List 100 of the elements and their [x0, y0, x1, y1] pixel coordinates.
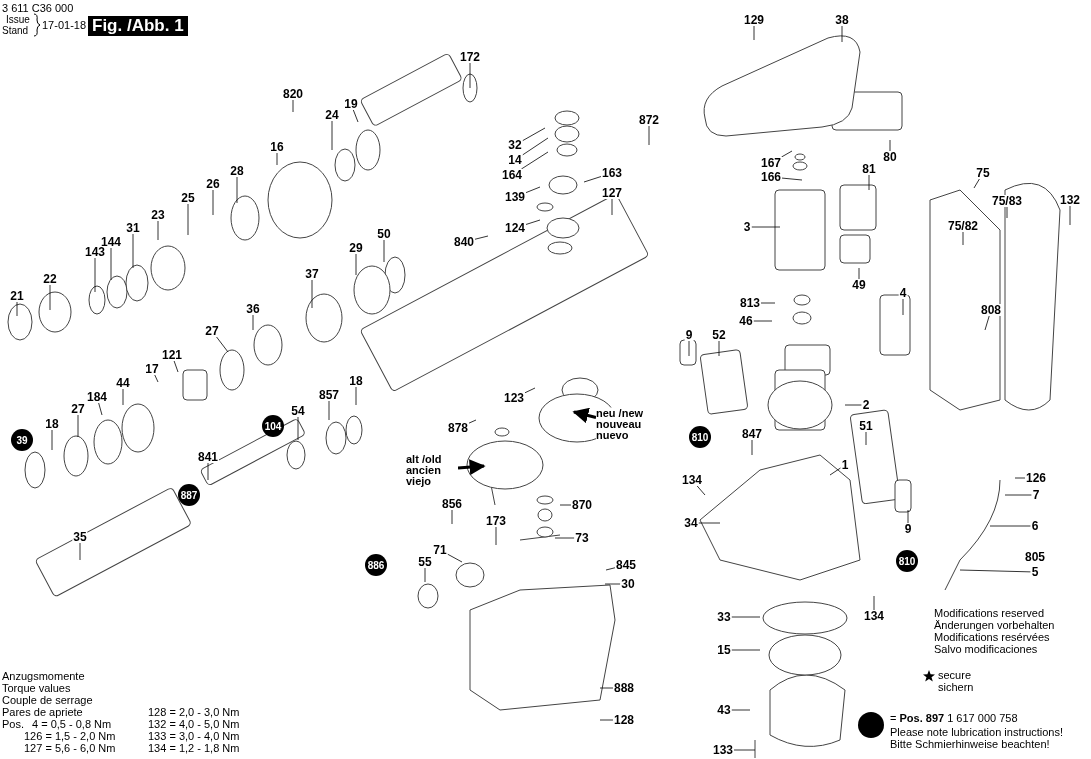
callout-number: 878 [447, 422, 469, 434]
figure-label: Fig. /Abb. 1 [88, 16, 188, 36]
leader-line [841, 25, 843, 43]
leader-line [154, 374, 159, 383]
arrow [572, 407, 597, 424]
callout-number: 44 [115, 377, 131, 389]
callout-number: 16 [269, 141, 285, 153]
note-text: Modifications reserved [934, 607, 1045, 619]
callout-badge: 104 [262, 415, 284, 437]
note-text: 134 = 1,2 - 1,8 Nm [148, 742, 240, 754]
note-text: Salvo modificaciones [934, 643, 1038, 655]
callout-number: 31 [125, 222, 141, 234]
callout-number: 872 [638, 114, 660, 126]
leader-line [94, 257, 96, 293]
leader-line [907, 509, 909, 524]
callout-number: 857 [318, 389, 340, 401]
leader-line [984, 315, 990, 331]
leader-line [328, 400, 330, 421]
leader-line [79, 542, 81, 561]
callout-number: 164 [501, 169, 523, 181]
leader-line [858, 267, 860, 280]
leader-line [829, 467, 842, 476]
leader-line [873, 595, 875, 611]
note-text: 126 = 1,5 - 2,0 Nm [24, 730, 116, 742]
callout-number: 123 [503, 392, 525, 404]
callout-number: 27 [70, 403, 86, 415]
callout-number: 49 [851, 279, 867, 291]
leader-line [110, 247, 112, 281]
note-text: 132 = 4,0 - 5,0 Nm [148, 718, 240, 730]
callout-number: 32 [507, 139, 523, 151]
note-text: 4 = 0,5 - 0,8 Nm [32, 718, 112, 730]
callout-number: 820 [282, 88, 304, 100]
leader-line [865, 431, 867, 446]
leader-line [331, 120, 333, 151]
callout-number: 143 [84, 246, 106, 258]
leader-line [554, 537, 575, 539]
callout-number: 128 [613, 714, 635, 726]
callout-number: 7 [1031, 489, 1041, 501]
leader-line [187, 203, 189, 236]
callout-number: 121 [161, 349, 183, 361]
callout-number: 841 [197, 451, 219, 463]
callout-number: 184 [86, 391, 108, 403]
callout-number: 139 [504, 191, 526, 203]
leader-line [751, 439, 753, 456]
callout-number: 22 [42, 273, 58, 285]
callout-number: 129 [743, 14, 765, 26]
leader-line [207, 462, 209, 481]
callout-badge: 887 [178, 484, 200, 506]
callout-number: 54 [290, 405, 306, 417]
leader-line [122, 388, 124, 406]
leader-line [973, 178, 980, 189]
callout-number: 18 [44, 418, 60, 430]
callout-number: 14 [507, 154, 523, 166]
callout-number: 38 [834, 14, 850, 26]
leader-line [355, 386, 357, 406]
leader-line [844, 404, 863, 406]
callout-number: 808 [980, 304, 1002, 316]
leader-line [1014, 477, 1026, 479]
leader-line [447, 553, 463, 563]
callout-number: 46 [738, 315, 754, 327]
leader-line [451, 509, 453, 525]
leader-line [648, 125, 650, 146]
callout-number: 33 [716, 611, 732, 623]
leader-line [733, 749, 756, 751]
callout-number: 888 [613, 682, 635, 694]
callout-number: 5 [1030, 566, 1040, 578]
leader-line [522, 137, 549, 156]
leader-line [474, 235, 489, 240]
leader-line [599, 719, 614, 721]
leader-line [559, 504, 572, 506]
leader-line [902, 298, 904, 316]
callout-number: 75 [975, 167, 991, 179]
leader-line [355, 253, 357, 276]
callout-number: 25 [180, 192, 196, 204]
header-text: Stand [2, 25, 29, 36]
leader-line [962, 231, 964, 246]
leader-line [468, 419, 477, 424]
callout-badge: 810 [689, 426, 711, 448]
arrow [457, 459, 486, 476]
leader-line [276, 152, 278, 166]
leader-line [718, 340, 720, 357]
note-text: Anzugsmomente [2, 670, 85, 682]
callout-number: 34 [683, 517, 699, 529]
note-text: Modifications resérvées [934, 631, 1050, 643]
header-text: 17-01-18 [42, 19, 87, 31]
leader-line [157, 220, 159, 241]
callout-badge: 810 [896, 550, 918, 572]
callout-number: 166 [760, 171, 782, 183]
callout-number: 28 [229, 165, 245, 177]
callout-number: 52 [711, 329, 727, 341]
note-text: 128 = 2,0 - 3,0 Nm [148, 706, 240, 718]
callout-number: 167 [760, 157, 782, 169]
leader-line [236, 176, 238, 204]
callout-number: 847 [741, 428, 763, 440]
leader-line [525, 186, 541, 193]
callout-number: 172 [459, 51, 481, 63]
callout-number: 23 [150, 209, 166, 221]
leader-line [989, 525, 1032, 527]
callout-number: 55 [417, 556, 433, 568]
leader-line [731, 616, 761, 618]
